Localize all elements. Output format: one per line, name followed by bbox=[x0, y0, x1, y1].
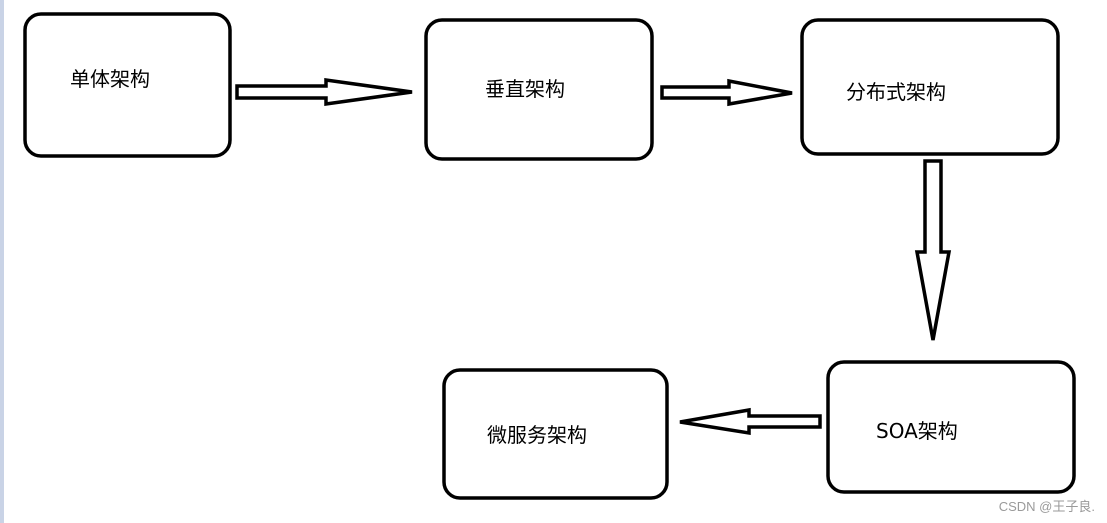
node-distributed-label: 分布式架构 bbox=[846, 80, 946, 104]
node-soa-box bbox=[826, 360, 1076, 494]
node-monolithic: 单体架构 bbox=[23, 12, 232, 158]
node-monolithic-box bbox=[23, 12, 232, 158]
arrow-soa-to-microservice bbox=[679, 407, 822, 436]
node-microservice-box bbox=[442, 368, 669, 500]
watermark-text: CSDN @王子良. bbox=[998, 499, 1095, 514]
node-soa-label: SOA架构 bbox=[876, 419, 958, 443]
node-microservice-label: 微服务架构 bbox=[487, 423, 587, 447]
arrow-monolithic-to-vertical bbox=[235, 77, 413, 107]
node-soa: SOA架构 bbox=[826, 360, 1076, 494]
node-microservice: 微服务架构 bbox=[442, 368, 669, 500]
left-edge-strip bbox=[0, 0, 4, 523]
node-distributed: 分布式架构 bbox=[800, 18, 1060, 156]
node-vertical: 垂直架构 bbox=[424, 18, 654, 161]
arrow-vertical-to-distributed bbox=[660, 78, 793, 107]
arrow-distributed-to-soa bbox=[914, 159, 952, 341]
node-distributed-box bbox=[800, 18, 1060, 156]
node-vertical-box bbox=[424, 18, 654, 161]
node-monolithic-label: 单体架构 bbox=[70, 67, 150, 91]
node-vertical-label: 垂直架构 bbox=[485, 77, 565, 101]
